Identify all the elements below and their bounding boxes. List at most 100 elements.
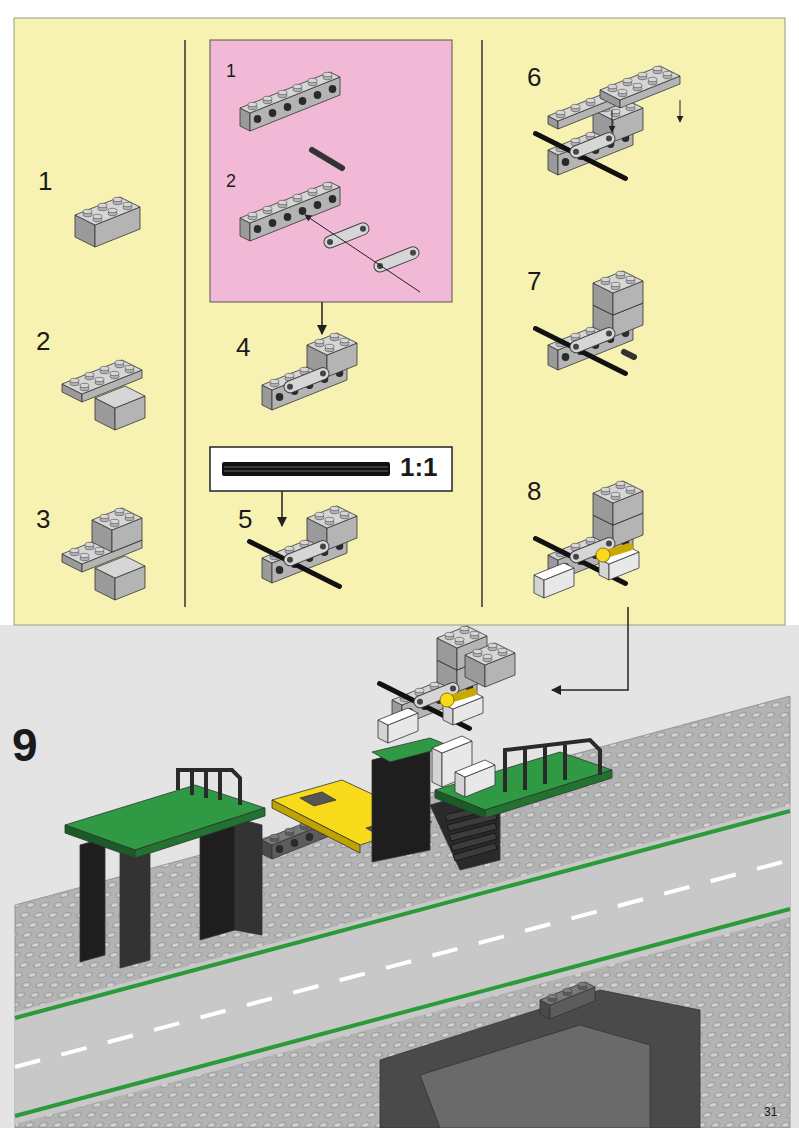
stud-top [470, 631, 479, 635]
brick-top [92, 508, 142, 530]
stud-top [663, 71, 672, 75]
stud-top [445, 632, 454, 636]
liftarm-hole [320, 544, 326, 550]
stud-top [616, 481, 625, 485]
stud-top [248, 212, 257, 216]
brick-top [455, 760, 495, 777]
stud-top [616, 271, 625, 275]
technic-hole [254, 225, 262, 233]
pillar [235, 818, 262, 935]
liftarm-edge [290, 374, 323, 387]
stud-top [601, 277, 610, 281]
inset-step-number: 1 [226, 62, 236, 80]
technic-hole [284, 103, 292, 111]
stud-top [571, 138, 580, 142]
ramp-slope [420, 1025, 650, 1128]
step-number: 1 [38, 168, 52, 194]
stud-top [95, 547, 104, 551]
stud-top [626, 276, 635, 280]
stud-top [115, 508, 124, 512]
stud-top [113, 197, 122, 201]
technic-hole [284, 213, 292, 221]
stud-top [325, 344, 334, 348]
stud-top [483, 654, 492, 658]
stud-top [308, 78, 317, 82]
axle [250, 542, 340, 587]
brick-top [62, 360, 142, 394]
sub-assembly-panel [210, 40, 452, 302]
axle [536, 329, 626, 374]
pointer-arrow [321, 302, 323, 334]
stud-top [473, 649, 482, 653]
stud-top [578, 982, 587, 986]
stud-top [125, 365, 134, 369]
liftarm [576, 334, 609, 347]
stud-top [556, 110, 565, 114]
liftarm-hole [450, 686, 456, 692]
technic-hole [299, 97, 307, 105]
technic-hole [276, 845, 284, 853]
yellow-plate-edge [272, 800, 360, 853]
inset-step-number: 2 [226, 172, 236, 190]
stud-top [648, 77, 657, 81]
step-number: 3 [36, 506, 50, 532]
brick-top [465, 643, 515, 665]
brick-top [240, 72, 340, 113]
stud-top [586, 132, 595, 136]
green-plate-edge [65, 825, 135, 858]
stud-top [95, 377, 104, 381]
stud-top [330, 506, 339, 510]
stud-top [263, 96, 272, 100]
brick-top [432, 736, 472, 753]
liftarm-hole [417, 699, 423, 705]
step-number: 7 [527, 268, 541, 294]
brick-top [593, 271, 643, 293]
stud-top [110, 371, 119, 375]
assembly-line [612, 110, 613, 132]
stud-top [100, 514, 109, 518]
stud-top [563, 988, 572, 992]
stud-top [415, 688, 424, 692]
liftarm-hole [320, 371, 326, 377]
step-number: 5 [238, 506, 252, 532]
technic-hole [291, 839, 299, 847]
technic-hole [314, 91, 322, 99]
divider [481, 40, 483, 607]
stud-top [315, 339, 324, 343]
stud-top [285, 828, 294, 832]
stud-top [608, 84, 617, 88]
yellow-hub [440, 693, 454, 707]
stud-top [308, 188, 317, 192]
brick-top [593, 481, 643, 503]
divider [184, 40, 186, 607]
brick-side [432, 748, 442, 787]
axle-groove [224, 471, 388, 472]
stud-top [325, 517, 334, 521]
technic-pin [624, 352, 634, 357]
liftarm-hole [606, 136, 612, 142]
liftarm-hole [573, 149, 579, 155]
stud-top [638, 72, 647, 76]
stud-top [270, 834, 279, 838]
stud-top [626, 486, 635, 490]
stud-top [340, 511, 349, 515]
stud-top [315, 512, 324, 516]
technic-hole [269, 109, 277, 117]
stud-top [601, 487, 610, 491]
assembly-line [680, 100, 681, 122]
technic-hole [299, 207, 307, 215]
stud-top [293, 84, 302, 88]
pointer-arrow [281, 491, 283, 526]
stud-top [488, 643, 497, 647]
stud-top [85, 372, 94, 376]
stud-top [300, 540, 309, 544]
stud-top [263, 206, 272, 210]
stair-step [453, 843, 497, 861]
black-base [372, 745, 430, 862]
liftarm-edge [576, 139, 609, 152]
stud-top [80, 383, 89, 387]
ramp-base [380, 990, 700, 1128]
axle-groove [224, 467, 388, 468]
